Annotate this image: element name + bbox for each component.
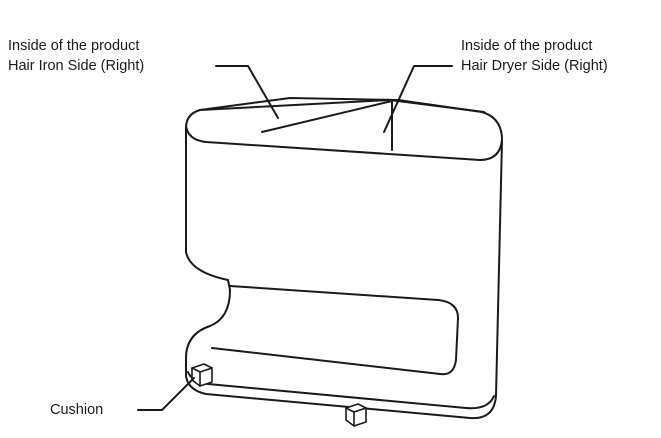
callout-cushion: Cushion bbox=[50, 400, 103, 420]
cushion-foot-left-edge bbox=[191, 367, 213, 387]
leader-hair-dryer-side bbox=[383, 65, 453, 133]
leader-cushion bbox=[137, 377, 195, 411]
callout-hair-iron-line1: Inside of the product bbox=[8, 38, 140, 54]
cushion-foot-right bbox=[345, 403, 367, 427]
leader-hair-iron-side bbox=[215, 65, 279, 119]
front-recess bbox=[211, 285, 459, 376]
cushion-foot-right-edge bbox=[345, 407, 367, 427]
rim-front-edge bbox=[185, 125, 503, 161]
callout-hair-iron-side: Inside of the product Hair Iron Side (Ri… bbox=[8, 36, 144, 76]
rim-back-edge bbox=[199, 99, 485, 113]
holder-body-outline bbox=[185, 97, 503, 420]
cushion-foot-left bbox=[191, 363, 213, 387]
compartment-divider bbox=[261, 100, 393, 151]
callout-hair-dryer-line1: Inside of the product bbox=[461, 38, 593, 54]
callout-hair-dryer-line2: Hair Dryer Side (Right) bbox=[461, 58, 608, 74]
callout-cushion-label: Cushion bbox=[50, 402, 104, 418]
callout-hair-iron-line2: Hair Iron Side (Right) bbox=[8, 58, 145, 74]
callout-hair-dryer-side: Inside of the product Hair Dryer Side (R… bbox=[461, 36, 608, 76]
